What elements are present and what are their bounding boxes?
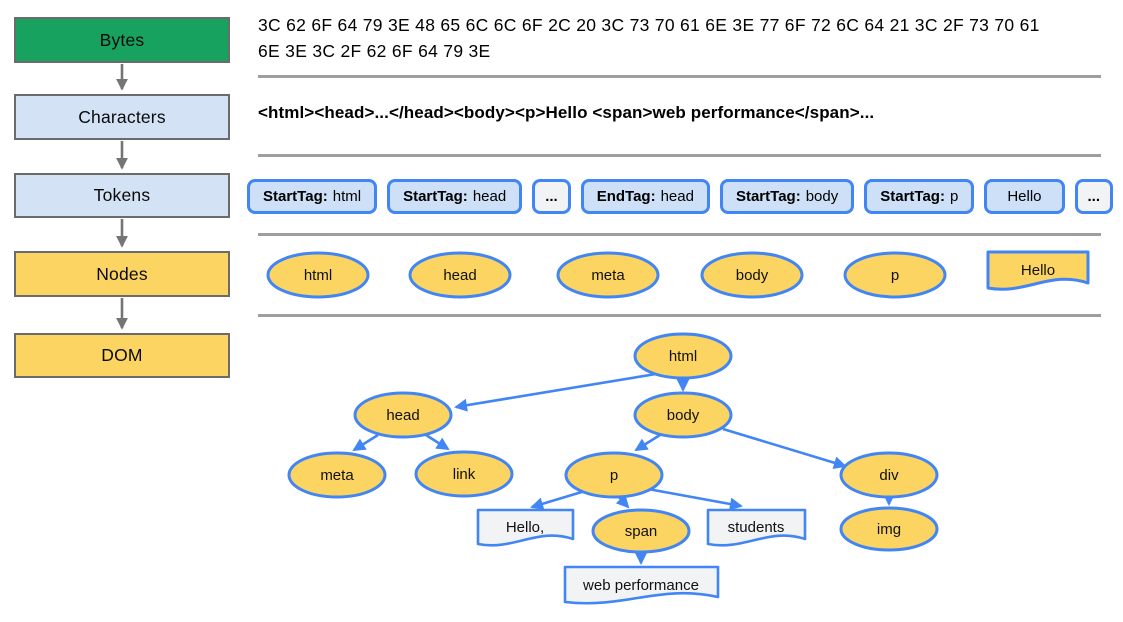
node-label: body xyxy=(736,267,769,284)
node-ellipse-html: html xyxy=(266,251,370,299)
dom-textnode-webperf: web performance xyxy=(563,565,720,605)
down-arrow-icon xyxy=(116,141,128,170)
dom-node-label: meta xyxy=(320,467,354,484)
pipeline-stage-label: Bytes xyxy=(99,29,145,50)
dom-node-html: html xyxy=(633,332,733,380)
token-starttag-head: StartTag: head xyxy=(387,179,523,214)
dom-node-link: link xyxy=(414,450,514,498)
pipeline-stage-dom: DOM xyxy=(14,333,230,378)
node-label: head xyxy=(443,267,476,284)
node-label: html xyxy=(304,267,332,284)
token-ellipsis: ... xyxy=(532,179,571,214)
pipeline-stage-tokens: Tokens xyxy=(14,173,230,218)
pipeline-stage-label: Tokens xyxy=(93,185,151,205)
node-textflag-hello: Hello xyxy=(986,250,1090,291)
dom-node-label: students xyxy=(728,519,785,536)
tokens-row: StartTag: html StartTag: head ... EndTag… xyxy=(247,179,1114,214)
node-label: Hello xyxy=(1021,262,1055,279)
dom-node-label: body xyxy=(667,407,700,424)
dom-node-label: html xyxy=(669,348,697,365)
dom-node-img: img xyxy=(839,506,939,552)
row-divider xyxy=(258,314,1101,317)
node-ellipse-meta: meta xyxy=(556,251,660,299)
dom-node-head: head xyxy=(353,391,453,439)
row-divider xyxy=(258,233,1101,236)
token-value: head xyxy=(472,188,507,205)
dom-node-label: head xyxy=(386,407,419,424)
node-label: meta xyxy=(591,267,625,284)
edge-head-link xyxy=(425,433,450,451)
row-divider xyxy=(258,75,1101,78)
dom-textnode-students: students xyxy=(706,508,807,547)
pipeline-stage-characters: Characters xyxy=(14,94,230,140)
characters-markup-text: <html><head>...</head><body><p>Hello <sp… xyxy=(258,103,875,122)
token-value: ... xyxy=(545,188,558,205)
token-value: body xyxy=(805,188,839,205)
dom-tree: html head body meta link p div span img … xyxy=(287,332,939,605)
pipeline-stage-label: DOM xyxy=(101,345,143,365)
down-arrow-icon xyxy=(116,64,128,91)
dom-node-label: div xyxy=(879,467,899,484)
token-type-label: StartTag: xyxy=(403,188,468,205)
bytes-hex-text: 3C 62 6F 64 79 3E 48 65 6C 6C 6F 2C 20 3… xyxy=(258,12,1058,64)
pipeline-stage-nodes: Nodes xyxy=(14,251,230,297)
token-value: p xyxy=(949,188,959,205)
edge-body-div xyxy=(722,427,847,470)
token-starttag-p: StartTag: p xyxy=(864,179,975,214)
row-divider xyxy=(258,154,1101,157)
token-text-hello: Hello xyxy=(984,179,1065,214)
down-arrow-icon xyxy=(116,219,128,248)
dom-node-label: link xyxy=(453,466,476,483)
edge-head-meta xyxy=(352,433,379,452)
pipeline-stage-label: Characters xyxy=(78,106,166,127)
token-starttag-html: StartTag: html xyxy=(247,179,378,214)
dom-node-meta: meta xyxy=(287,451,387,499)
token-value: head xyxy=(660,188,694,205)
node-label: p xyxy=(891,267,899,284)
dom-node-label: Hello, xyxy=(506,519,544,536)
bytes-hex-line1: 3C 62 6F 64 79 3E 48 65 6C 6C 6F 2C 20 3… xyxy=(258,15,1040,35)
token-endtag-head: EndTag: head xyxy=(580,179,710,214)
dom-textnode-hello: Hello, xyxy=(476,508,575,547)
dom-node-span: span xyxy=(591,508,691,554)
dom-node-div: div xyxy=(839,451,939,499)
node-ellipse-p: p xyxy=(843,251,947,299)
edge-html-head xyxy=(454,372,657,412)
token-type-label: StartTag: xyxy=(263,188,328,205)
nodes-row: html head meta body p Hello xyxy=(266,250,1090,299)
token-type-label: StartTag: xyxy=(880,188,945,205)
node-ellipse-head: head xyxy=(408,251,512,299)
token-value: Hello xyxy=(1007,188,1042,205)
edge-body-p xyxy=(634,433,661,452)
dom-node-body: body xyxy=(633,391,733,439)
edge-p-students xyxy=(647,487,743,511)
dom-node-label: p xyxy=(610,467,618,484)
token-ellipsis: ... xyxy=(1074,179,1114,214)
dom-node-label: web performance xyxy=(582,577,699,594)
bytes-hex-line2: 6E 3E 3C 2F 62 6F 64 79 3E xyxy=(258,41,491,61)
token-type-label: EndTag: xyxy=(596,188,656,205)
token-type-label: StartTag: xyxy=(735,188,801,205)
down-arrow-icon xyxy=(116,298,128,330)
pipeline-stage-bytes: Bytes xyxy=(14,17,230,63)
dom-node-label: img xyxy=(877,521,901,538)
token-starttag-body: StartTag: body xyxy=(719,179,855,214)
node-ellipse-body: body xyxy=(700,251,804,299)
pipeline-stage-label: Nodes xyxy=(96,263,148,284)
edge-p-hello xyxy=(530,489,586,511)
token-value: html xyxy=(332,188,362,205)
dom-node-label: span xyxy=(625,523,658,540)
dom-node-p: p xyxy=(564,451,664,499)
token-value: ... xyxy=(1087,188,1101,205)
